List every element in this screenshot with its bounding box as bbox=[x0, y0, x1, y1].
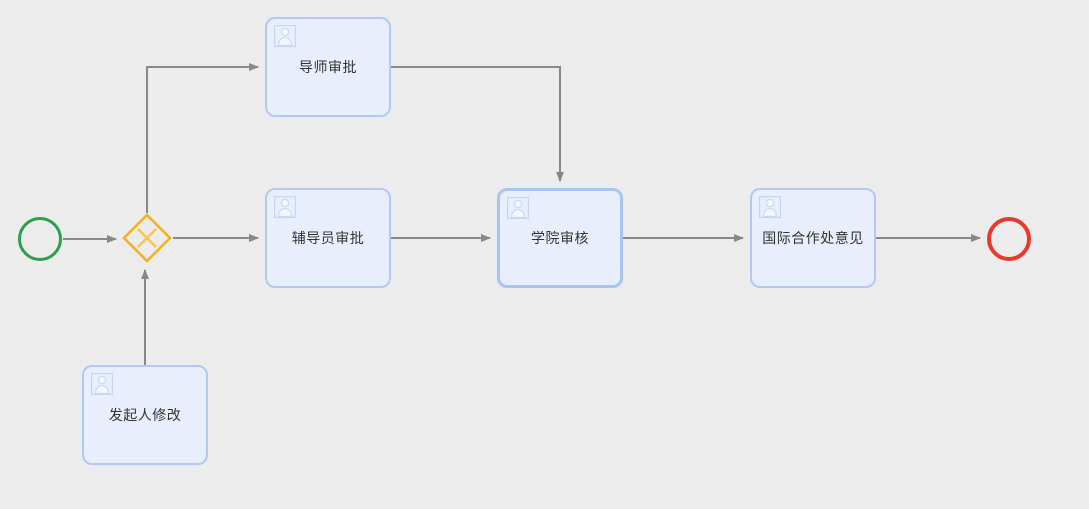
gateway-xor-icon bbox=[122, 213, 172, 263]
flow-supervisor-to-college[interactable] bbox=[391, 66, 564, 182]
task-label: 国际合作处意见 bbox=[762, 229, 864, 246]
task-initiator-revise[interactable]: 发起人修改 bbox=[82, 365, 208, 465]
user-task-icon bbox=[507, 197, 529, 219]
flow-gateway-to-supervisor[interactable] bbox=[146, 63, 259, 213]
user-task-icon bbox=[91, 373, 113, 395]
task-label: 导师审批 bbox=[299, 58, 357, 75]
task-international-office-opinion[interactable]: 国际合作处意见 bbox=[750, 188, 876, 288]
task-label: 发起人修改 bbox=[108, 406, 182, 423]
user-task-icon bbox=[759, 196, 781, 218]
user-task-icon bbox=[274, 25, 296, 47]
task-counselor-approval[interactable]: 辅导员审批 bbox=[265, 188, 391, 288]
exclusive-gateway[interactable] bbox=[122, 213, 172, 263]
task-supervisor-approval[interactable]: 导师审批 bbox=[265, 17, 391, 117]
task-college-review[interactable]: 学院审核 bbox=[497, 188, 623, 288]
task-label: 辅导员审批 bbox=[291, 229, 365, 246]
task-label: 学院审核 bbox=[531, 229, 589, 246]
end-event[interactable] bbox=[987, 217, 1031, 261]
user-task-icon bbox=[274, 196, 296, 218]
start-event[interactable] bbox=[18, 217, 62, 261]
sequence-flows bbox=[63, 63, 981, 365]
